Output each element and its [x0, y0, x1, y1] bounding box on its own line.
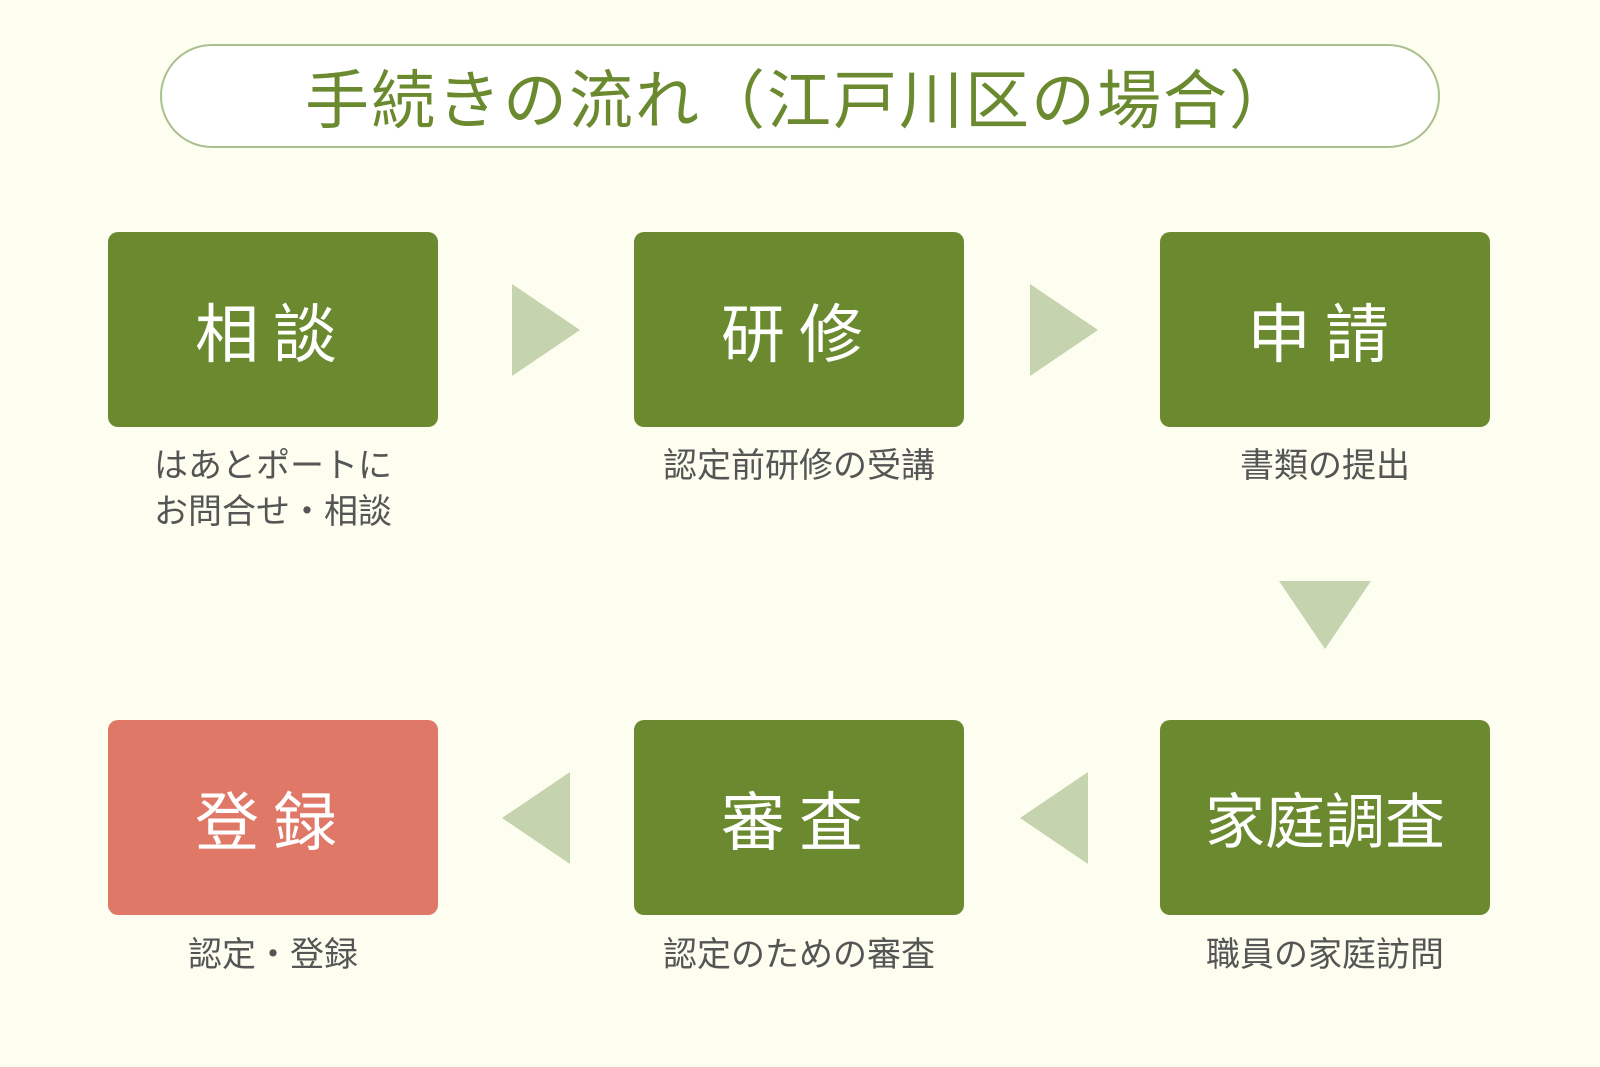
step-consultation-description: はあとポートに お問合せ・相談 — [154, 446, 392, 532]
step-consultation-box: 相談 — [108, 232, 438, 427]
step-application-title: 申請 — [1247, 298, 1403, 373]
step-training-description: 認定前研修の受講 — [663, 446, 935, 486]
title-banner: 手続きの流れ（江戸川区の場合） — [160, 44, 1440, 148]
arrow-left-icon — [502, 772, 570, 864]
step-registration-description: 認定・登録 — [188, 935, 358, 975]
step-review-title: 審査 — [721, 786, 877, 861]
step-review-box: 審査 — [634, 720, 964, 915]
step-registration-title: 登録 — [195, 786, 351, 861]
step-review-description: 認定のための審査 — [663, 935, 935, 975]
page-title: 手続きの流れ（江戸川区の場合） — [305, 65, 1295, 139]
step-training-title: 研修 — [721, 298, 877, 373]
step-home-visit-box: 家庭調査 — [1160, 720, 1490, 915]
arrow-down-icon — [1279, 581, 1371, 649]
step-home-visit-description: 職員の家庭訪問 — [1206, 935, 1444, 975]
step-home-visit-title: 家庭調査 — [1205, 788, 1445, 858]
arrow-right-icon — [512, 284, 580, 376]
step-training-box: 研修 — [634, 232, 964, 427]
step-consultation-title: 相談 — [195, 298, 351, 373]
step-application-box: 申請 — [1160, 232, 1490, 427]
step-application-description: 書類の提出 — [1240, 446, 1410, 486]
arrow-left-icon — [1020, 772, 1088, 864]
step-registration-box: 登録 — [108, 720, 438, 915]
arrow-right-icon — [1030, 284, 1098, 376]
